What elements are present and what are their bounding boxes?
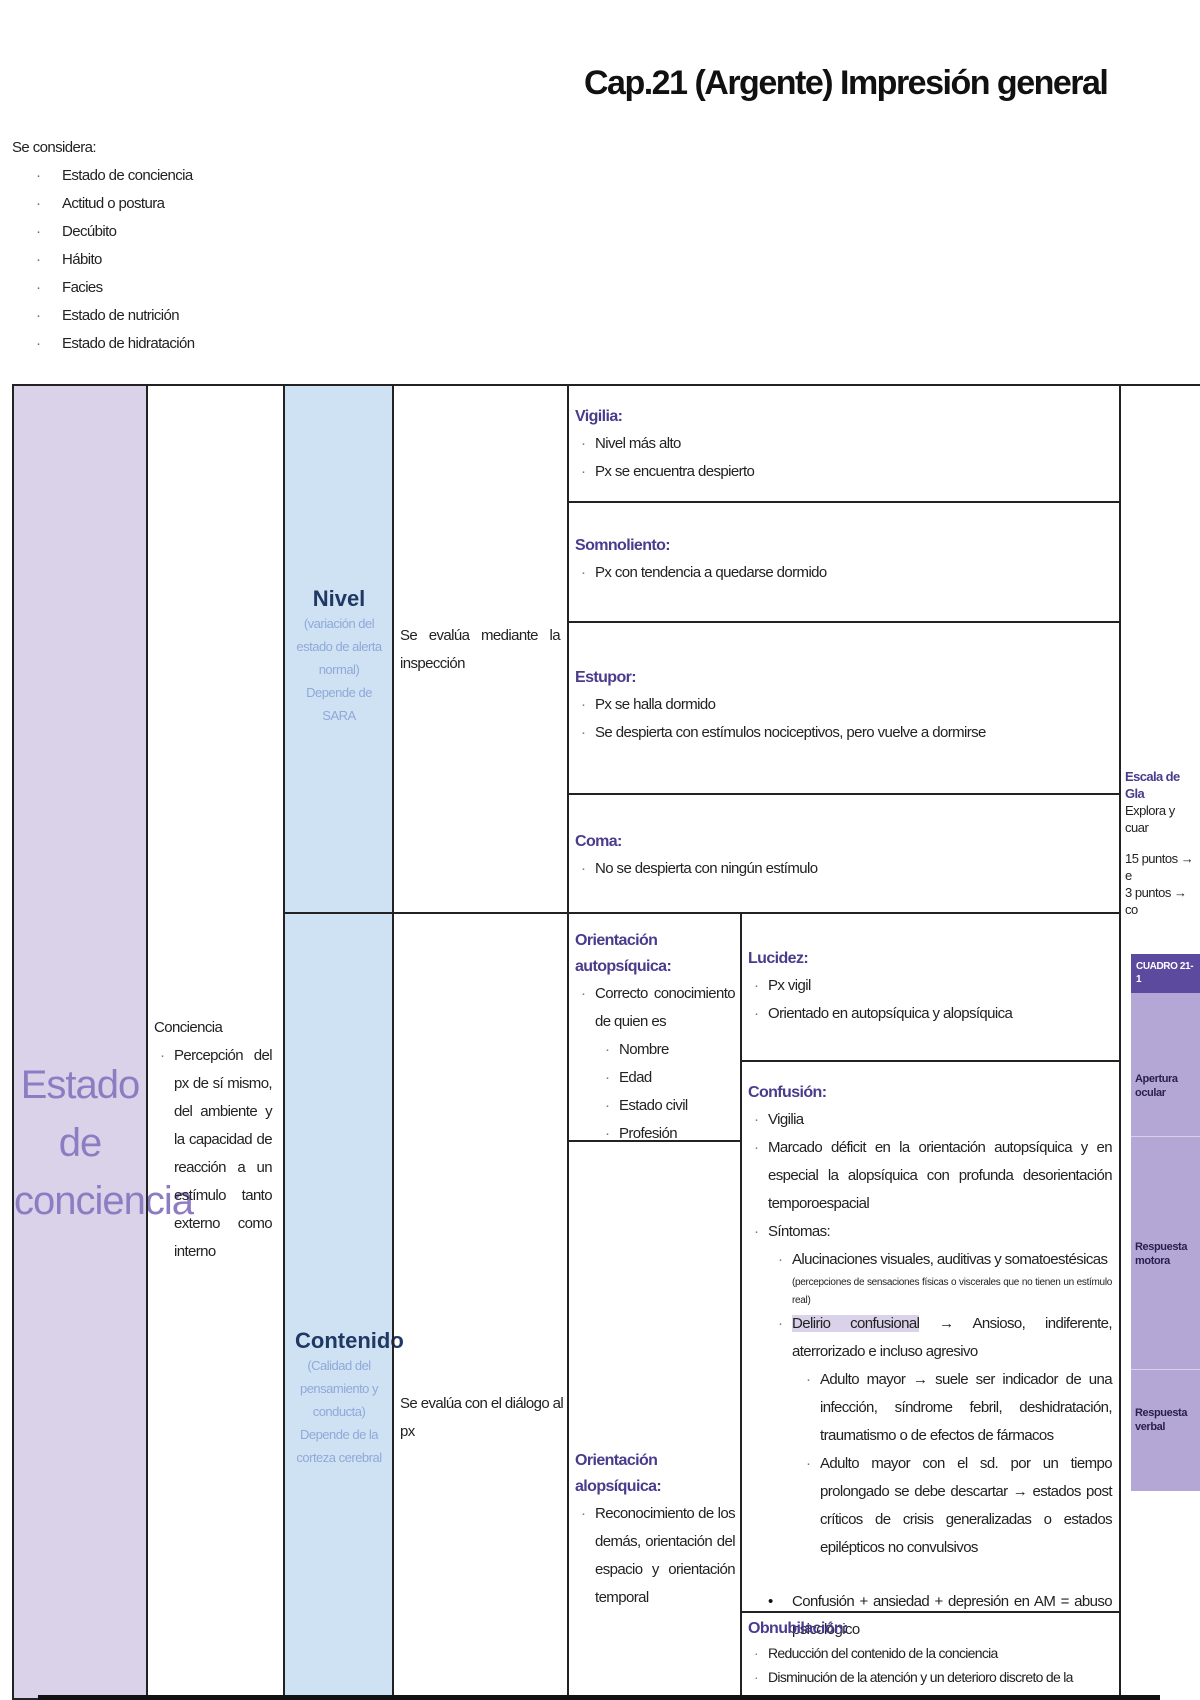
- confusion-note: Confusión + ansiedad + depresión en AM =…: [768, 1588, 1113, 1644]
- glasgow-header: CUADRO 21-1: [1131, 954, 1200, 993]
- state-item: Nivel más alto: [581, 430, 754, 458]
- glasgow-3: 3 puntos → co: [1125, 885, 1187, 917]
- sintoma-text: Alucinaciones visuales, auditivas y soma…: [792, 1251, 1108, 1268]
- intro-item: Actitud o postura: [36, 190, 195, 218]
- intro-label: Se considera:: [12, 139, 97, 156]
- glasgow-title: Escala de Gla: [1125, 769, 1180, 801]
- autopsiquica-title: Orientación autopsíquica:: [575, 932, 672, 975]
- delirio-label: Delirio confusional: [792, 1315, 920, 1332]
- obnubilacion-item: Disminución de la atención y un deterior…: [754, 1665, 1112, 1689]
- autopsiquica-item: Correcto conocimiento de quien es: [581, 980, 736, 1036]
- nivel-method-cell: Se evalúa mediante la inspección: [392, 384, 569, 914]
- nivel-cell: Nivel (variación del estado de alerta no…: [283, 384, 394, 914]
- page-title: Cap.21 (Argente) Impresión general: [584, 64, 1109, 102]
- glasgow-15: 15 puntos → e: [1125, 851, 1194, 883]
- contenido-subtitle: (Calidad del pensamiento y conducta): [299, 1358, 379, 1419]
- nivel-depends: Depende de SARA: [306, 685, 372, 723]
- confusion-item: Vigilia: [754, 1106, 1112, 1134]
- state-item: Px con tendencia a quedarse dormido: [581, 559, 827, 587]
- state-estupor: Estupor: Px se halla dormidoSe despierta…: [567, 621, 1121, 795]
- confusion-cell: Confusión: Vigilia Marcado déficit en la…: [740, 1060, 1121, 1638]
- alopsiquica-cell: Orientación alopsíquica: Reconocimiento …: [567, 1140, 742, 1700]
- main-label-cell: Estado de conciencia: [12, 384, 194, 1700]
- state-item: Se despierta con estímulos nociceptivos,…: [581, 719, 986, 747]
- obnubilacion-item: Reducción del contenido de la conciencia: [754, 1641, 1112, 1665]
- lucidez-title: Lucidez:: [748, 950, 809, 967]
- sintoma-item: Alucinaciones visuales, auditivas y soma…: [778, 1246, 1112, 1310]
- state-title: Estupor:: [575, 669, 637, 686]
- delirio-item: Delirio confusional → Ansioso, indiferen…: [778, 1310, 1113, 1366]
- confusion-item: Síntomas:: [754, 1218, 1112, 1246]
- confusion-item: Marcado déficit en la orientación autops…: [754, 1134, 1113, 1218]
- state-title: Somnoliento:: [575, 537, 671, 554]
- divider: [1131, 1136, 1200, 1137]
- adulto-item: Adulto mayor con el sd. por un tiempo pr…: [806, 1450, 1113, 1562]
- glasgow-row-label: Respuesta motora: [1135, 1241, 1188, 1267]
- obnubilacion-title: Obnubilación:: [748, 1620, 848, 1637]
- alopsiquica-title: Orientación alopsíquica:: [575, 1452, 662, 1495]
- sintoma-note: (percepciones de sensaciones físicas o v…: [792, 1277, 1112, 1306]
- page-bottom-line: [38, 1695, 1160, 1700]
- autopsiquica-subitem: Profesión: [605, 1120, 735, 1148]
- intro-item: Decúbito: [36, 218, 195, 246]
- state-somnoliento: Somnoliento: Px con tendencia a quedarse…: [567, 501, 1121, 623]
- state-title: Coma:: [575, 833, 622, 850]
- concept-definition: Percepción del px de sí mismo, del ambie…: [160, 1042, 273, 1266]
- contenido-method-cell: Se evalúa con el diálogo al px: [392, 912, 569, 1700]
- nivel-subtitle: (variación del estado de alerta normal): [296, 616, 382, 677]
- obnubilacion-cell: Obnubilación: Reducción del contenido de…: [740, 1611, 1121, 1700]
- lucidez-item: Px vigil: [754, 972, 1012, 1000]
- state-item: No se despierta con ningún estímulo: [581, 855, 818, 883]
- concept-label: Conciencia: [154, 1019, 223, 1036]
- glasgow-row-label: Respuesta verbal: [1135, 1407, 1188, 1433]
- contenido-depends: Depende de la corteza cerebral: [296, 1427, 382, 1465]
- intro-list: Estado de conciencia Actitud o postura D…: [36, 162, 195, 358]
- main-label: Estado de conciencia: [14, 1063, 194, 1223]
- autopsiquica-subitem: Nombre: [605, 1036, 735, 1064]
- state-item: Px se halla dormido: [581, 691, 986, 719]
- lucidez-item: Orientado en autopsíquica y alopsíquica: [754, 1000, 1013, 1028]
- glasgow-row-label: Apertura ocular: [1135, 1073, 1178, 1099]
- divider: [1131, 1369, 1200, 1370]
- intro-item: Estado de conciencia: [36, 162, 195, 190]
- intro-item: Hábito: [36, 246, 195, 274]
- state-vigilia: Vigilia: Nivel más altoPx se encuentra d…: [567, 384, 1121, 503]
- autopsiquica-subitem: Estado civil: [605, 1092, 735, 1120]
- autopsiquica-cell: Orientación autopsíquica: Correcto conoc…: [567, 912, 742, 1148]
- lucidez-cell: Lucidez: Px vigilOrientado en autopsíqui…: [740, 912, 1121, 1062]
- state-item: Px se encuentra despierto: [581, 458, 755, 486]
- nivel-title: Nivel: [312, 586, 366, 611]
- nivel-method: Se evalúa mediante la inspección: [400, 627, 561, 672]
- autopsiquica-subitem: Edad: [605, 1064, 735, 1092]
- intro-item: Estado de hidratación: [36, 330, 195, 358]
- intro-item: Estado de nutrición: [36, 302, 195, 330]
- adulto-item: Adulto mayor → suele ser indicador de un…: [806, 1366, 1113, 1450]
- glasgow-table: [1131, 954, 1200, 1491]
- contenido-title: Contenido: [295, 1328, 404, 1353]
- concept-cell: Conciencia Percepción del px de sí mismo…: [146, 384, 285, 1700]
- contenido-method: Se evalúa con el diálogo al px: [400, 1395, 564, 1440]
- contenido-cell: Contenido (Calidad del pensamiento y con…: [283, 912, 404, 1700]
- state-coma: Coma: No se despierta con ningún estímul…: [567, 793, 1121, 914]
- state-title: Vigilia:: [575, 408, 623, 425]
- table-top-border: [1119, 384, 1200, 386]
- intro-item: Facies: [36, 274, 195, 302]
- confusion-title: Confusión:: [748, 1084, 827, 1101]
- delirio-text: → Ansioso, indiferente, aterrorizado e i…: [792, 1315, 1113, 1360]
- glasgow-desc: Explora y cuar: [1125, 803, 1175, 835]
- alopsiquica-item: Reconocimiento de los demás, orientación…: [581, 1500, 736, 1612]
